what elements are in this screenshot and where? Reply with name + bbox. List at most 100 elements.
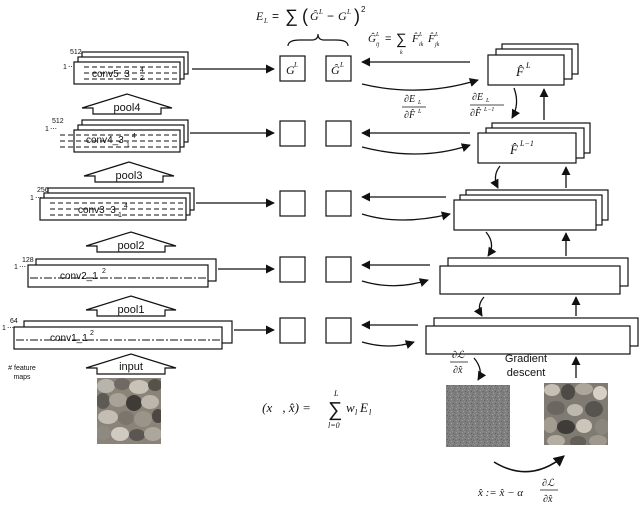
arrow-gradient <box>361 340 415 349</box>
eq-part: 2 <box>361 5 366 14</box>
gram-matrix-original <box>279 190 306 217</box>
eq-part: ∂ℒ <box>542 478 555 489</box>
eq-part: L <box>346 8 351 16</box>
eq-part: ij <box>376 42 380 48</box>
layer-label: conv2_1 <box>60 271 98 282</box>
channel-count: 128 <box>22 257 34 264</box>
pebble <box>97 379 115 393</box>
eq-part: L <box>434 32 439 38</box>
gram-label-g-sup: L <box>293 61 298 69</box>
arrow-down <box>490 165 501 189</box>
pool1-arrow: pool1 <box>85 295 177 317</box>
gram-label-ghat-sup: L <box>339 61 344 69</box>
gram-matrix-original <box>279 120 306 147</box>
pebble <box>561 384 575 400</box>
gram-matrix-synth <box>325 190 352 217</box>
layer-label: conv4_3 <box>86 135 124 146</box>
loss-equation: ℒ(x⃗, x̂) = ∑ L l=0 w l E l <box>252 389 372 430</box>
eq-part: G <box>338 9 347 23</box>
gram-matrix-original <box>279 256 306 283</box>
channel-count: 512 <box>70 49 82 56</box>
pool-label: pool1 <box>118 304 145 316</box>
eq-part: ∂E <box>404 94 415 105</box>
eq-part: L <box>375 32 380 38</box>
channel-count: 64 <box>10 318 18 325</box>
arrow-gradient <box>361 143 471 155</box>
layer-sub-d: 4 <box>132 133 136 140</box>
eq-part: Ĝ <box>368 33 376 45</box>
pebble <box>557 420 575 434</box>
eq-part: ∂ℒ <box>452 350 465 361</box>
eq-part: l <box>355 408 358 417</box>
layer-label: conv1_1 <box>50 333 88 344</box>
arrow-gradient <box>361 78 479 91</box>
layer-label: conv5_3 <box>92 69 130 80</box>
pebble <box>595 419 608 435</box>
stack-box-front <box>439 265 621 295</box>
pebble <box>575 383 593 395</box>
gradient-descent-line1: Gradient <box>505 353 547 365</box>
ellipsis: ⋯ <box>7 325 14 332</box>
pebble <box>97 426 111 440</box>
arrow-down <box>511 87 521 119</box>
layer-sub-a: 1 <box>126 142 130 149</box>
up-arrow-shape <box>85 231 177 253</box>
layer-conv5: 512 1 ⋯ conv5_3 4 2 <box>63 49 189 85</box>
gram-matrices: G L Ĝ L <box>279 55 352 344</box>
layer-sub-d: 4 <box>124 203 128 210</box>
eq-part: l=0 <box>328 421 340 430</box>
pebble <box>570 436 586 445</box>
pebble <box>141 395 159 409</box>
feature-maps-label-line2: maps <box>13 374 31 381</box>
feature-hat-label: F̂ <box>515 64 525 79</box>
eq-part: ℒ(x⃗, x̂) = <box>252 400 311 415</box>
pebble <box>118 411 134 425</box>
gram-matrix-synth <box>325 55 352 82</box>
pebble <box>576 419 592 433</box>
eq-part: = <box>272 9 279 23</box>
gram-label-ghat: Ĝ <box>331 63 340 77</box>
eq-part: F̂ <box>411 32 419 45</box>
pool-label: pool3 <box>116 170 143 182</box>
input-arrow: input <box>85 353 177 375</box>
eq-part: − <box>327 9 334 23</box>
pebble <box>547 401 565 415</box>
pebble <box>152 409 161 423</box>
layer-sub-a: 1 <box>118 212 122 219</box>
pebble <box>544 417 557 433</box>
gradient-descent-line2: descent <box>507 367 546 379</box>
pebble <box>547 435 565 445</box>
eq-part: E <box>359 400 368 415</box>
eq-part: L <box>318 8 323 16</box>
eq-part: ∂E <box>472 92 483 103</box>
layer-sub-b: 2 <box>102 268 106 275</box>
stack-arrows <box>473 87 581 381</box>
layer-label: conv3_3 <box>78 205 116 216</box>
eq-part: jk <box>434 42 440 48</box>
eq-part: E <box>255 9 264 23</box>
eq-part: L <box>418 32 423 38</box>
channel-one: 1 <box>2 325 6 332</box>
pebble <box>129 429 145 441</box>
arrow-down <box>485 231 497 257</box>
pebble <box>144 427 161 441</box>
update-equation: x̂ := x̂ − α ∂ℒ ∂x̂ <box>477 478 558 505</box>
eq-part: ∑ <box>285 6 298 26</box>
arrow-gradient <box>361 278 429 287</box>
feedback-arrows <box>361 57 479 349</box>
stack-box-front <box>425 325 631 355</box>
pebble <box>97 393 110 409</box>
pool4-arrow: pool4 <box>81 93 173 115</box>
channel-count: 256 <box>37 187 49 194</box>
feature-hat-sup: L <box>525 61 531 70</box>
eq-part: ) <box>354 6 360 26</box>
pool-label: pool2 <box>118 240 145 252</box>
eq-part: Ĝ <box>310 9 319 23</box>
grad-f-label: ∂E L ∂F̂ L <box>402 94 426 121</box>
eq-part: ∂x̂ <box>543 494 553 505</box>
stack-box-front <box>477 132 577 164</box>
grad-f-prev-label: ∂E L ∂F̂ L−1 <box>470 92 504 119</box>
pool2-arrow: pool2 <box>85 231 177 253</box>
arrow-down <box>473 296 485 317</box>
